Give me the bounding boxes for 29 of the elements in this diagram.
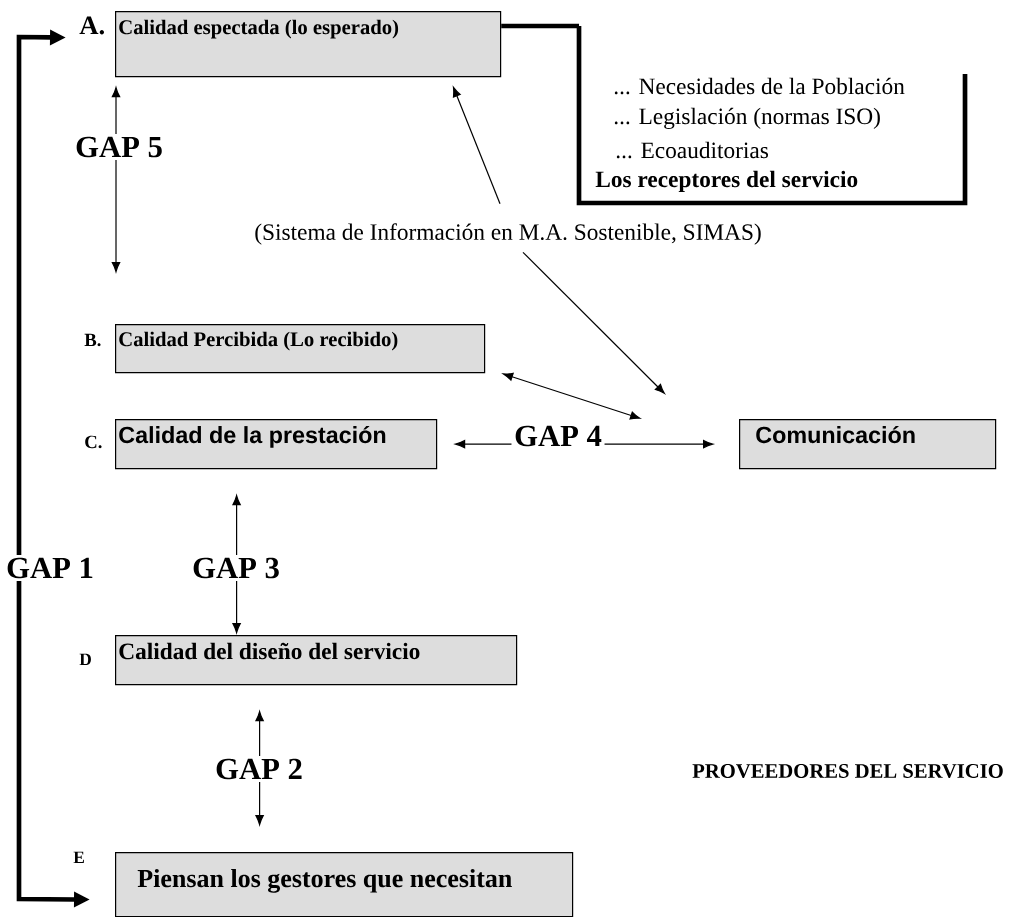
double-arrow <box>232 495 241 634</box>
double-arrow <box>502 372 641 420</box>
letter-label: C. <box>85 435 102 449</box>
side-label: PROVEEDORES DEL SERVICIO <box>692 764 1003 778</box>
quality-box: Piensan los gestores que necesitan <box>115 852 574 917</box>
bracket-heading: Los receptores del servicio <box>595 170 858 192</box>
letter-label: E <box>73 851 84 863</box>
quality-box: Calidad espectada (lo esperado) <box>115 11 502 78</box>
quality-box: Calidad de la prestación <box>115 419 438 470</box>
gap-label: GAP 5 <box>72 134 166 160</box>
quality-box: Calidad Percibida (Lo recibido) <box>115 324 486 374</box>
double-arrow <box>255 711 264 826</box>
quality-box: Calidad del diseño del servicio <box>115 635 518 686</box>
list-item: ... Ecoauditorias <box>616 141 768 159</box>
gap-label: GAP 2 <box>212 756 306 782</box>
letter-label: A. <box>79 16 104 35</box>
gap-label: GAP 1 <box>3 555 97 581</box>
bracket-line <box>501 23 579 29</box>
source-label: (Sistema de Información en M.A. Sostenible, SIMAS) <box>255 223 761 245</box>
arrow <box>522 251 665 394</box>
letter-label: D <box>79 653 91 666</box>
arrow <box>452 86 501 205</box>
gap-label: GAP 4 <box>511 423 605 449</box>
gap-label: GAP 3 <box>189 555 283 581</box>
double-arrow <box>111 87 121 273</box>
list-item: ... Necesidades de la Población <box>614 77 905 95</box>
quality-box: Comunicación <box>739 419 997 470</box>
letter-label: B. <box>84 333 101 347</box>
list-item: ... Legislación (normas ISO) <box>614 107 880 130</box>
